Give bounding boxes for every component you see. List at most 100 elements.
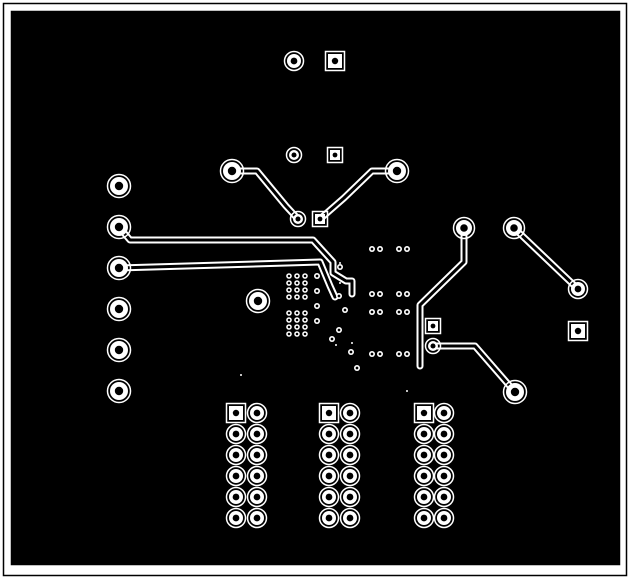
- header2-pin1-outer: [318, 402, 340, 424]
- ic-via-1-hole: [287, 274, 291, 278]
- header2-pin-5: [318, 444, 340, 466]
- ic-via-5: [294, 280, 300, 286]
- header1-pin-7-outer: [225, 465, 247, 487]
- header1-pin-9-outer: [225, 486, 247, 508]
- header2-pin-3: [318, 423, 340, 445]
- top-square-pad: [324, 50, 346, 72]
- left-column-pad-3-outer: [106, 255, 132, 281]
- header3-pin-3-hole: [420, 430, 428, 438]
- header3-pin-10-hole: [440, 493, 448, 501]
- ic-via-12-hole: [303, 295, 307, 299]
- via-row3-4: [404, 309, 410, 315]
- header1-pin-4-hole: [253, 430, 261, 438]
- via-row1-2-hole: [378, 247, 382, 251]
- header2-pin-11-outer: [318, 507, 340, 529]
- header1-pin-12: [246, 507, 268, 529]
- trace-right-diagonal-core: [318, 169, 399, 221]
- via-row2-3-hole: [397, 292, 401, 296]
- trace-lower-bus: [115, 258, 339, 301]
- center-right-round-pad-outer: [424, 337, 442, 355]
- ic-via-6-hole: [303, 281, 307, 285]
- ic-via-10: [286, 294, 292, 300]
- ic-via-11: [294, 294, 300, 300]
- misc-via-8: [329, 336, 335, 342]
- left-column-pad-4: [106, 296, 132, 322]
- header1-pin-3-outer: [225, 423, 247, 445]
- header3-pin-2-hole: [440, 409, 448, 417]
- header1-pin-4: [246, 423, 268, 445]
- right-trace-start-pad-hole: [317, 216, 323, 222]
- via-row2-2: [377, 291, 383, 297]
- trace-upper-bus: [115, 223, 356, 298]
- misc-via-4-hole: [315, 319, 319, 323]
- via-row1-3-hole: [397, 247, 401, 251]
- header1-pin-2-hole: [253, 409, 261, 417]
- misc-via-9: [348, 349, 354, 355]
- left-trace-end-pad-hole: [227, 166, 237, 176]
- ic-via-3-hole: [303, 274, 307, 278]
- via-row1-3: [396, 246, 402, 252]
- misc-via-3: [314, 303, 320, 309]
- header1-pin-11: [225, 507, 247, 529]
- trace-far-right-diagonal-core: [512, 226, 580, 291]
- header3-pin1-outer: [413, 402, 435, 424]
- header2-pin-2: [339, 402, 361, 424]
- misc-via-1: [314, 273, 320, 279]
- misc-via-6: [342, 307, 348, 313]
- header3-pin-7-outer: [413, 465, 435, 487]
- via-row3-3: [396, 309, 402, 315]
- header2-pin1-hole: [325, 409, 333, 417]
- ic-via-12: [302, 294, 308, 300]
- ic-via-18: [302, 317, 308, 323]
- right-square-pad: [567, 320, 589, 342]
- via-row2-4: [404, 291, 410, 297]
- bottom-right-pad-hole: [510, 387, 520, 397]
- trace-bottom-right-diagonal-core: [431, 344, 517, 394]
- header3-pin-6: [433, 444, 455, 466]
- right-pad-c: [567, 278, 589, 300]
- header3-pin-10-outer: [433, 486, 455, 508]
- header2-pin-4-hole: [346, 430, 354, 438]
- header1-pin-3: [225, 423, 247, 445]
- header1-pin1: [225, 402, 247, 424]
- trace-left-diagonal-core: [230, 169, 300, 221]
- tiny-dot-5: [240, 374, 242, 376]
- top-round-pad: [283, 50, 305, 72]
- via-row1-2: [377, 246, 383, 252]
- misc-via-10-hole: [355, 366, 359, 370]
- right-trace-end-pad-hole: [392, 166, 402, 176]
- right-pad-a-outer: [452, 216, 476, 240]
- misc-via-8-hole: [330, 337, 334, 341]
- misc-via-10: [354, 365, 360, 371]
- header2-pin-8-hole: [346, 472, 354, 480]
- header2-pin-10: [339, 486, 361, 508]
- ic-via-7: [286, 287, 292, 293]
- header2-pin-7-outer: [318, 465, 340, 487]
- header1-pin-8-hole: [253, 472, 261, 480]
- header1-pin1-hole: [232, 409, 240, 417]
- header3-pin-5-hole: [420, 451, 428, 459]
- tiny-dot-3: [335, 344, 337, 346]
- ic-via-3: [302, 273, 308, 279]
- ic-via-21-hole: [303, 325, 307, 329]
- ic-via-22: [286, 331, 292, 337]
- mid-round-pad-outer: [285, 146, 303, 164]
- header3-pin-2-outer: [433, 402, 455, 424]
- ic-via-8: [294, 287, 300, 293]
- header3-pin-9: [413, 486, 435, 508]
- via-row3-4-hole: [405, 310, 409, 314]
- via-row4-2: [377, 351, 383, 357]
- ic-via-23: [294, 331, 300, 337]
- ic-via-17: [294, 317, 300, 323]
- ic-via-9-hole: [303, 288, 307, 292]
- left-column-pad-4-outer: [106, 296, 132, 322]
- ic-via-14: [294, 310, 300, 316]
- misc-via-2-hole: [315, 289, 319, 293]
- header1-pin-10-hole: [253, 493, 261, 501]
- header1-pin-12-outer: [246, 507, 268, 529]
- right-pad-b: [502, 216, 526, 240]
- header1-pin-6-outer: [246, 444, 268, 466]
- via-row3-1: [369, 309, 375, 315]
- header3-pin-12: [433, 507, 455, 529]
